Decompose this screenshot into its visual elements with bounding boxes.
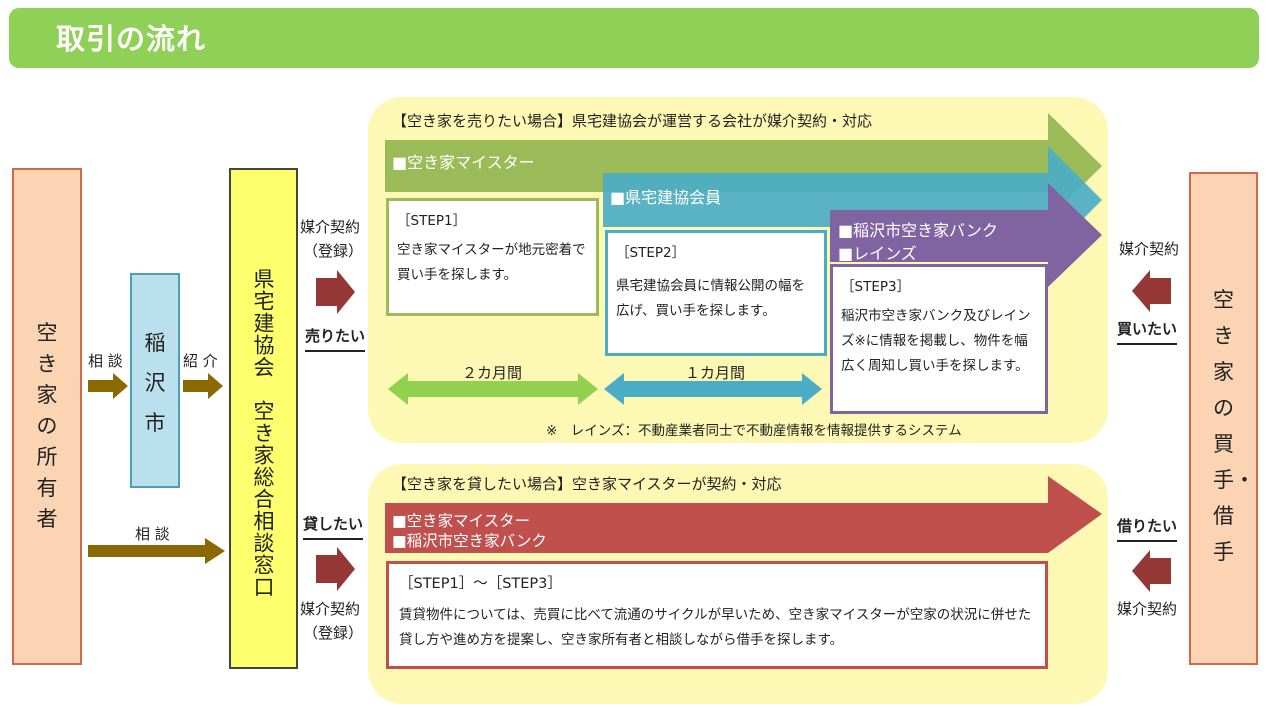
consult-bottom-label: 相 談 — [135, 525, 170, 543]
arrow-buyer-to-sell — [1132, 270, 1171, 312]
arrow-buyer-to-lend — [1132, 550, 1171, 592]
city-label: 稲沢市 — [144, 331, 166, 435]
band-akiya-bank-reins — [830, 183, 1102, 287]
step3-box: ［STEP3］ 稲沢市空き家バンク及びレインズ※に情報を掲載し、物件を幅広く周知… — [830, 264, 1048, 414]
period2-label: １カ月間 — [685, 364, 746, 382]
lend-title: 【空き家を貸したい場合】空き家マイスターが契約・対応 — [392, 475, 782, 493]
lend-register-label: （登録） — [303, 624, 364, 642]
step3-text: 稲沢市空き家バンク及びレインズ※に情報を掲載し、物件を幅広く周知し買い手を探しま… — [841, 308, 1031, 374]
consult-window-box — [229, 168, 298, 669]
buyer-box: 空き家の買手・借手 — [1189, 172, 1258, 665]
owner-label: 空き家の所有者 — [36, 321, 58, 531]
introduce-label: 紹 介 — [183, 352, 218, 370]
band-akiya-meister — [385, 113, 1102, 219]
band-lend-body — [385, 503, 1048, 553]
lend-band-line2: ■稲沢市空き家バンク — [392, 532, 547, 550]
reins-note: ※ レインズ：不動産業者同士で不動産情報を情報提供するシステム — [546, 423, 962, 439]
sell-contract-label: 媒介契約 — [300, 218, 361, 236]
owner-box: 空き家の所有者 — [12, 168, 82, 665]
step1-box: ［STEP1］ 空き家マイスターが地元密着で買い手を探します。 — [386, 198, 599, 316]
lend-step-title: ［STEP1］～［STEP3］ — [399, 576, 562, 592]
buy-contract-label: 媒介契約 — [1119, 240, 1180, 258]
consult-top-label: 相 談 — [88, 352, 123, 370]
period1-label: ２カ月間 — [462, 364, 523, 382]
buy-want-label: 買いたい — [1117, 318, 1178, 345]
sell-title: 【空き家を売りたい場合】県宅建協会が運営する会社が媒介契約・対応 — [392, 112, 873, 130]
arrow-window-to-sell — [316, 270, 355, 314]
step1-title: ［STEP1］ — [397, 213, 467, 229]
arrow-window-to-lend — [316, 547, 355, 591]
arrow-owner-to-city — [88, 373, 128, 399]
period-arrow-1month — [604, 373, 822, 405]
step2-title: ［STEP2］ — [616, 245, 686, 261]
arrow-owner-to-window — [88, 538, 225, 564]
lend-step-box: ［STEP1］～［STEP3］ 賃貸物件については、売買に比べて流通のサイクルが… — [386, 561, 1048, 669]
band1-label: ■空き家マイスター — [392, 153, 535, 172]
consult-window-label: 県宅建協会 空き家総合相談窓口 — [251, 268, 275, 598]
step2-box: ［STEP2］ 県宅建協会員に情報公開の幅を広げ、買い手を探します。 — [605, 230, 827, 356]
period-arrow-2months — [388, 373, 598, 405]
header-bar — [9, 8, 1259, 68]
step3-title: ［STEP3］ — [841, 279, 911, 295]
lend-want-label: 貸したい — [303, 513, 364, 540]
band3-label-line1: ■稲沢市空き家バンク — [838, 221, 998, 240]
arrow-city-to-window — [183, 373, 223, 399]
step2-text: 県宅建協会員に情報公開の幅を広げ、買い手を探します。 — [616, 278, 805, 319]
lend-step-text: 賃貸物件については、売買に比べて流通のサイクルが早いため、空き家マイスターが空家… — [399, 607, 1032, 648]
band3-label-line2: ■レインズ — [838, 244, 917, 263]
lend-contract-label: 媒介契約 — [300, 600, 361, 618]
step1-text: 空き家マイスターが地元密着で買い手を探します。 — [397, 242, 586, 283]
buyer-label: 空き家の買手・借手 — [1213, 288, 1255, 564]
city-box: 稲沢市 — [130, 273, 180, 488]
lend-band-line1: ■空き家マイスター — [392, 512, 531, 530]
sell-want-label: 売りたい — [305, 325, 366, 352]
rent-want-label: 借りたい — [1117, 515, 1178, 542]
page-title: 取引の流れ — [56, 22, 207, 56]
band2-label: ■県宅建協会員 — [610, 188, 722, 207]
sell-register-label: （登録） — [303, 242, 364, 260]
rent-contract-label: 媒介契約 — [1117, 600, 1178, 618]
